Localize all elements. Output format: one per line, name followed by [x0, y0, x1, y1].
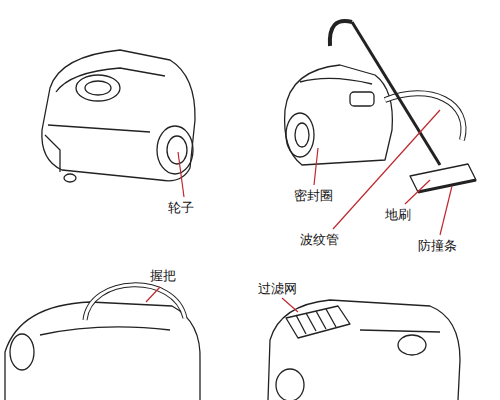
handle	[85, 285, 185, 320]
leader-line	[282, 298, 298, 312]
button	[76, 75, 120, 101]
part-label: 地刷	[385, 207, 411, 223]
vacuum-body	[5, 302, 200, 400]
body-line	[360, 330, 440, 332]
leader-line	[333, 110, 440, 229]
body-line	[40, 327, 170, 335]
body-line	[48, 125, 150, 132]
bumper-line	[45, 135, 60, 172]
leader-line	[314, 148, 318, 185]
vacuum-body	[42, 50, 195, 181]
floor-brush	[410, 164, 476, 192]
leader-line	[440, 186, 452, 235]
hose	[385, 93, 463, 140]
vacuum-body	[285, 65, 393, 165]
bumper-strip	[418, 180, 476, 192]
caster	[64, 174, 76, 182]
wand	[352, 22, 440, 165]
part-label: 波纹管	[300, 232, 339, 248]
hose-inlet	[10, 334, 34, 370]
part-label: 防撞条	[418, 238, 457, 254]
part-label: 轮子	[168, 200, 194, 216]
vacuum-body	[268, 300, 460, 400]
body-line	[300, 78, 372, 84]
filter-grille	[286, 306, 350, 338]
switch	[350, 92, 374, 106]
part-label: 密封圈	[294, 188, 333, 204]
wheel-hub	[167, 136, 187, 164]
wheel	[157, 126, 193, 174]
leader-line	[405, 180, 430, 204]
hose-inner	[385, 93, 463, 140]
grille-slots	[296, 309, 336, 334]
part-label: 握把	[150, 268, 176, 284]
handle-inner	[85, 285, 185, 320]
wheel	[276, 369, 304, 400]
leader-line	[178, 152, 184, 197]
wheel	[286, 113, 314, 157]
button	[85, 81, 111, 95]
button	[398, 335, 426, 355]
part-label: 过滤网	[258, 281, 297, 297]
handle	[330, 21, 352, 46]
leader-line	[146, 287, 160, 302]
wheel-hub	[295, 123, 309, 147]
